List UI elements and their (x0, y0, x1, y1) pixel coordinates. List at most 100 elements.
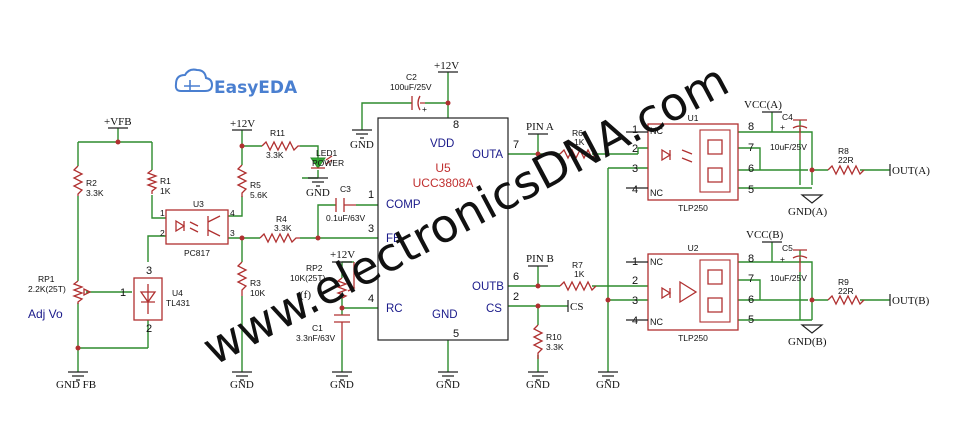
u4-pinnum-3: 3 (146, 265, 152, 277)
r5-ref: R5 (250, 180, 261, 190)
gnd-c2-label: GND (350, 139, 374, 151)
u2-pinnum-4: 4 (632, 315, 638, 327)
c2-value: 100uF/25V (390, 82, 432, 92)
c4-plus: + (780, 122, 785, 132)
rp2-ref: RP2 (306, 263, 323, 273)
vcc-a-label: VCC(A) (744, 99, 782, 111)
u1-nc-1: NC (650, 126, 663, 136)
u5-pin-outb: OUTB (472, 281, 504, 293)
u5-part: UCC3808A (413, 176, 474, 190)
resistors: R1 1K R2 3.3K R3 10K R4 3.3K R5 5.6K R11… (72, 128, 865, 359)
c4-value: 10uF/25V (770, 142, 807, 152)
u5-pin-comp: COMP (386, 199, 421, 211)
u3-pinnum-3: 3 (230, 228, 235, 238)
r11-ref: R11 (270, 128, 285, 138)
r2-ref: R2 (86, 178, 97, 188)
gnd-a-label: GND(A) (788, 206, 827, 218)
r3-value: 10K (250, 288, 265, 298)
u3-pc817-optocoupler: U3 PC817 1 2 4 3 (160, 199, 235, 258)
power-rails: +VFB +12V +12V +12V VCC(A) VCC(B) (104, 60, 784, 263)
c1-value: 3.3nF/63V (296, 333, 336, 343)
pin-a-label: PIN A (526, 121, 554, 133)
u1-pinnum-1: 1 (632, 124, 638, 136)
c3-value: 0.1uF/63V (326, 213, 366, 223)
u1-tlp250-driver: U1 TLP250 NC NC 1 2 3 4 8 7 6 5 (626, 113, 754, 213)
vcc-b-label: VCC(B) (746, 229, 784, 241)
r9-ref: R9 (838, 277, 849, 287)
r6-ref: R6 (572, 128, 583, 138)
u3-part: PC817 (184, 248, 210, 258)
u3-pinnum-1: 1 (160, 208, 165, 218)
u2-ref: U2 (688, 243, 699, 253)
u1-part: TLP250 (678, 203, 708, 213)
u4-pinnum-2: 2 (146, 323, 152, 335)
u4-ref: U4 (172, 288, 183, 298)
r1-ref: R1 (160, 176, 171, 186)
pin-b-label: PIN B (526, 253, 554, 265)
u1-nc-4: NC (650, 188, 663, 198)
r10-value: 3.3K (546, 342, 564, 352)
u5-ref: U5 (435, 161, 451, 175)
r6-value: 1K (574, 137, 585, 147)
u2-tlp250-driver: U2 TLP250 NC NC 1 2 3 4 8 7 6 5 (626, 243, 754, 343)
u2-pinnum-7: 7 (748, 273, 754, 285)
u3-ref: U3 (193, 199, 204, 209)
u5-pinnum-8: 8 (453, 119, 459, 131)
u5-pinnum-1: 1 (368, 189, 374, 201)
led1-value: POWER (312, 158, 344, 168)
ground-symbols: GND FB GND GND GND GND GND GND GND GND(A… (56, 129, 827, 391)
f-label: (f) (300, 289, 311, 301)
u2-part: TLP250 (678, 333, 708, 343)
c5-ref: C5 (782, 243, 793, 253)
u5-pinnum-3: 3 (368, 223, 374, 235)
u5-pin-vdd: VDD (430, 138, 454, 150)
r7-value: 1K (574, 269, 585, 279)
u1-pinnum-7: 7 (748, 142, 754, 154)
c5-value: 10uF/25V (770, 273, 807, 283)
r9-value: 22R (838, 286, 854, 296)
capacitors: C1 3.3nF/63V + C2 100uF/25V C3 0.1uF/63V… (296, 72, 808, 343)
u1-pinnum-4: 4 (632, 184, 638, 196)
u1-pinnum-2: 2 (632, 143, 638, 155)
u2-pinnum-6: 6 (748, 294, 754, 306)
adj-vo-label: Adj Vo (28, 307, 63, 321)
c4-ref: C4 (782, 112, 793, 122)
u4-pinnum-1: 1 (120, 287, 126, 299)
out-a-label: OUT(A) (892, 165, 930, 177)
u5-pinnum-2: 2 (513, 291, 519, 303)
u5-pin-cs: CS (486, 303, 502, 315)
r10-ref: R10 (546, 332, 562, 342)
gnd-r3-label: GND (230, 379, 254, 391)
c2-ref: C2 (406, 72, 417, 82)
gnd-led-label: GND (306, 187, 330, 199)
r4-value: 3.3K (274, 223, 292, 233)
gnd-mid-label: GND (596, 379, 620, 391)
u5-pinnum-4: 4 (368, 293, 374, 305)
net-labels: PIN A PIN B CS OUT(A) OUT(B) (526, 121, 930, 313)
u5-pinnum-6: 6 (513, 271, 519, 283)
u5-pinnum-7: 7 (513, 139, 519, 151)
c5-plus: + (780, 254, 785, 264)
gnd-fb-label: GND FB (56, 379, 96, 391)
u2-nc-1: NC (650, 257, 663, 267)
r7-ref: R7 (572, 260, 583, 270)
r5-value: 5.6K (250, 190, 268, 200)
u3-pinnum-4: 4 (230, 208, 235, 218)
u3-pinnum-2: 2 (160, 228, 165, 238)
u5-pin-outa: OUTA (472, 149, 503, 161)
gnd-u5-label: GND (436, 379, 460, 391)
u1-ref: U1 (688, 113, 699, 123)
r8-value: 22R (838, 155, 854, 165)
u2-pinnum-5: 5 (748, 314, 754, 326)
u2-pinnum-2: 2 (632, 275, 638, 287)
u4-tl431-reference: U4 TL431 3 1 2 (120, 265, 190, 335)
p12-c2-label: +12V (434, 60, 459, 72)
c2-plus: + (422, 104, 427, 114)
rp1-ref: RP1 (38, 274, 55, 284)
easyeda-logo-text: EasyEDA (214, 78, 298, 98)
out-b-label: OUT(B) (892, 295, 930, 307)
u5-pinnum-5: 5 (453, 328, 459, 340)
u4-part: TL431 (166, 298, 190, 308)
u5-pin-gnd: GND (432, 309, 458, 321)
